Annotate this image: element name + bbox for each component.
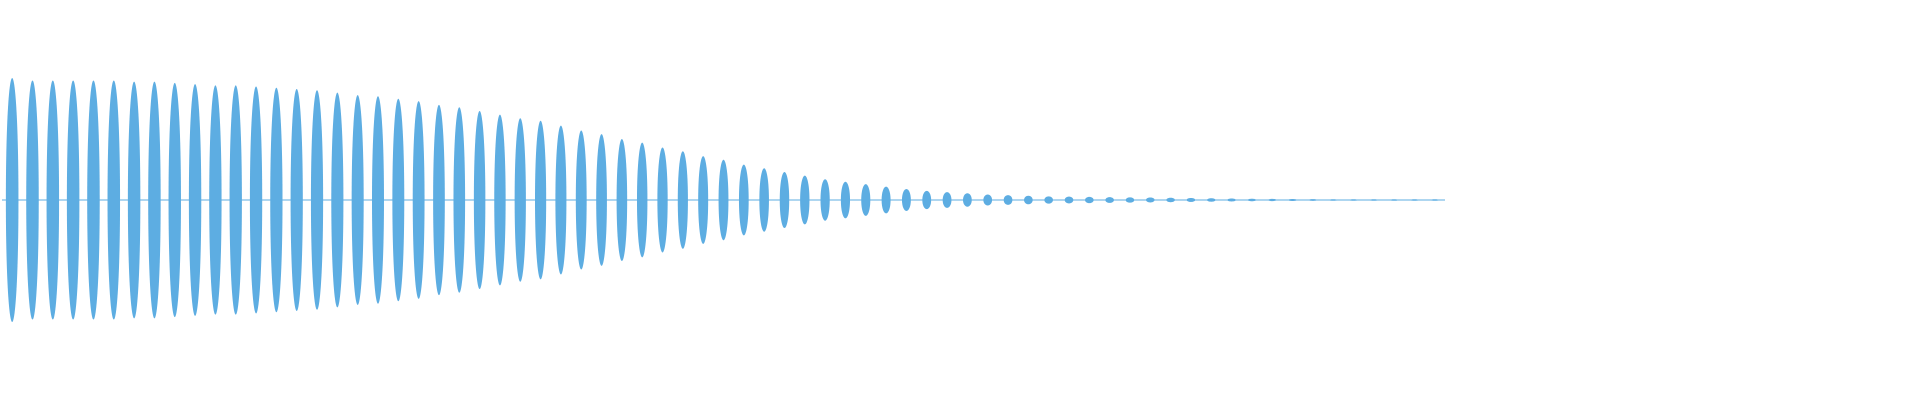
waveform-lobes (2, 78, 1445, 322)
